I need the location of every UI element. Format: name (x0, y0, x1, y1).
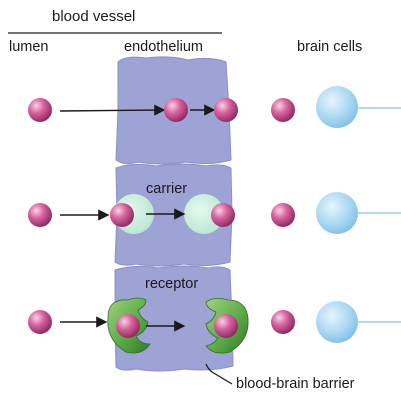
brain-cells (316, 86, 401, 343)
molecule (214, 314, 238, 338)
blood-brain-barrier-label: blood-brain barrier (236, 377, 354, 392)
endothelium-label: endothelium (124, 40, 203, 55)
molecule (164, 98, 188, 122)
molecule (271, 310, 295, 334)
molecule (271, 203, 295, 227)
lumen-label: lumen (9, 40, 49, 55)
arrow-row1-lumen (60, 110, 164, 111)
molecule (110, 203, 134, 227)
molecule (28, 98, 52, 122)
blood-vessel-label: blood vessel (52, 9, 135, 24)
brain-cell (316, 86, 358, 128)
brain-cells-label: brain cells (297, 40, 362, 55)
receptor-label: receptor (145, 277, 198, 292)
molecule (28, 203, 52, 227)
carrier-label: carrier (146, 182, 187, 197)
molecule (271, 98, 295, 122)
molecule (28, 310, 52, 334)
brain-cell (316, 301, 358, 343)
molecule (211, 203, 235, 227)
brain-cell (316, 192, 358, 234)
molecule (214, 98, 238, 122)
molecule (116, 314, 140, 338)
